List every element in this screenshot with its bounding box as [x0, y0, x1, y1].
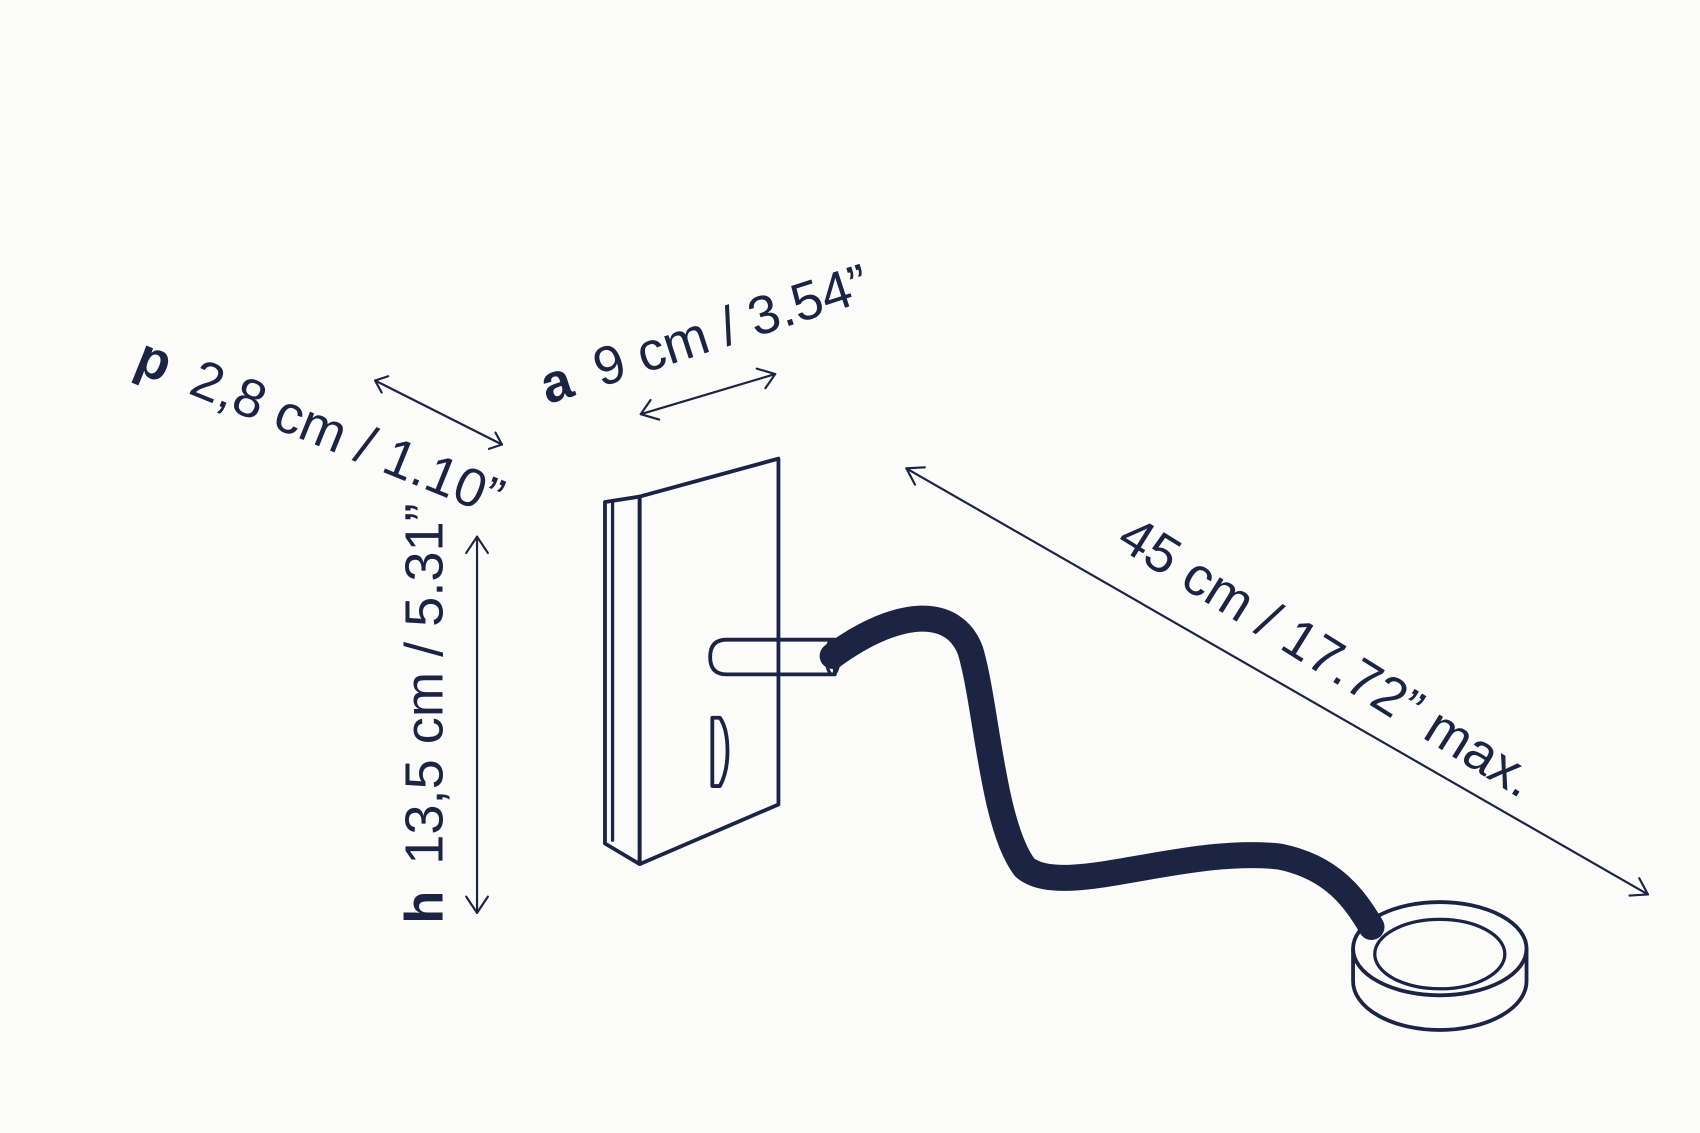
depth-arrow: [374, 375, 504, 450]
wall-plate: [603, 456, 781, 867]
width-arrow: [639, 367, 777, 421]
depth-value: 2,8 cm / 1.10”: [182, 348, 512, 528]
svg-text:p 2,8 cm / 1.10”: p 2,8 cm / 1.10”: [128, 326, 512, 528]
height-letter: h: [394, 891, 454, 924]
height-arrow: [465, 535, 489, 914]
reach-value: 45 cm / 17.72” max.: [1108, 505, 1546, 810]
height-value: 13,5 cm / 5.31”: [394, 503, 454, 864]
reach-arrow: [905, 466, 1650, 897]
height-dimension: h 13,5 cm / 5.31”: [394, 503, 489, 924]
flexible-arm: [819, 605, 1385, 941]
arm-connector: [708, 637, 841, 677]
width-value: 9 cm / 3.54”: [586, 253, 877, 398]
width-dimension: a 9 cm / 3.54”: [533, 253, 877, 421]
svg-text:a 9 cm / 3.54”: a 9 cm / 3.54”: [533, 253, 877, 416]
width-letter: a: [533, 349, 581, 416]
switch-icon: [710, 715, 730, 788]
depth-dimension: p 2,8 cm / 1.10”: [128, 326, 512, 528]
svg-text:h 13,5 cm / 5.31”: h 13,5 cm / 5.31”: [394, 503, 454, 923]
lamp-head: [1351, 900, 1529, 1032]
depth-letter: p: [128, 326, 181, 394]
